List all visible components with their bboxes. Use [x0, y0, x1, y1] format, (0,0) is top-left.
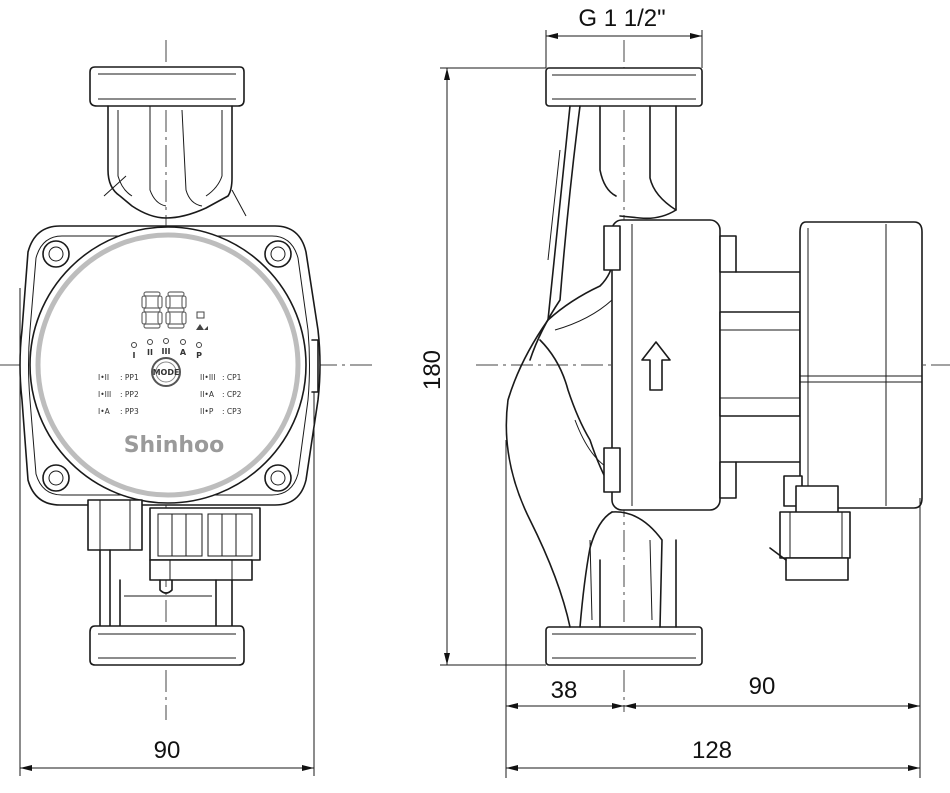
led-indicator-row: I II III A P: [131, 338, 202, 360]
volute-body: [505, 105, 677, 628]
screw-icon: [264, 240, 292, 268]
dimension-label: 180: [419, 350, 446, 390]
dimension-label: 128: [692, 737, 732, 764]
total-length-dimension: 128: [506, 737, 920, 771]
mode-key: I•A: [98, 407, 111, 416]
flow-direction-arrow-icon: [641, 341, 671, 391]
mode-key: I•III: [98, 390, 111, 399]
front-view: I II III A P MODE I•II : PP1 I•III : PP2…: [0, 40, 372, 776]
mode-value: : CP1: [222, 373, 242, 382]
bottom-flange: [89, 625, 245, 666]
control-box: [799, 221, 923, 509]
inlet-offset-dimension: 38 90: [505, 440, 921, 778]
mode-key: II•III: [200, 373, 215, 382]
side-view: G 1 1/2" 180 38 90 128: [419, 5, 950, 778]
front-width-dimension: 90: [19, 288, 315, 776]
mode-value: : CP2: [222, 390, 242, 399]
screw-icon: [264, 464, 292, 492]
led-label: P: [196, 351, 202, 360]
mode-value: : CP3: [222, 407, 242, 416]
control-faceplate: I II III A P MODE I•II : PP1 I•III : PP2…: [29, 226, 307, 504]
led-label: I: [133, 351, 136, 360]
electrical-connector: [87, 499, 261, 594]
screw-icon: [42, 240, 70, 268]
front-screws: [42, 240, 292, 492]
mode-legend-right: II•III : CP1 II•A : CP2 II•P : CP3: [200, 373, 242, 416]
mode-value: : PP3: [120, 407, 139, 416]
mode-button[interactable]: MODE: [151, 357, 181, 387]
height-dimension: 180: [419, 67, 546, 666]
screw-icon: [42, 464, 70, 492]
mode-key: II•A: [200, 390, 215, 399]
thread-dimension: G 1 1/2": [545, 5, 703, 68]
side-bottom-flange: [545, 626, 703, 666]
dimension-label: G 1 1/2": [578, 5, 665, 32]
mode-legend-left: I•II : PP1 I•III : PP2 I•A : PP3: [98, 373, 139, 416]
mode-key: II•P: [200, 407, 214, 416]
status-icons: [196, 311, 208, 330]
stator-body: [719, 271, 801, 463]
led-label: A: [180, 348, 187, 357]
dimension-label: 38: [551, 677, 578, 704]
mode-key: I•II: [98, 373, 109, 382]
side-top-flange: [545, 67, 703, 107]
seven-segment-display: [141, 291, 187, 329]
mode-button-label: MODE: [153, 368, 180, 377]
mode-value: : PP1: [120, 373, 139, 382]
motor-flange: [603, 219, 737, 511]
mode-value: : PP2: [120, 390, 139, 399]
top-flange: [89, 66, 245, 107]
dimension-label: 90: [154, 737, 181, 764]
dimension-label: 90: [749, 673, 776, 700]
upper-pipe: [103, 105, 247, 219]
brand-logo: Shinhoo: [124, 433, 225, 458]
cable-connector: [769, 475, 851, 581]
led-label: II: [147, 348, 153, 357]
led-label: III: [162, 347, 171, 356]
lower-pipe: [99, 549, 233, 627]
